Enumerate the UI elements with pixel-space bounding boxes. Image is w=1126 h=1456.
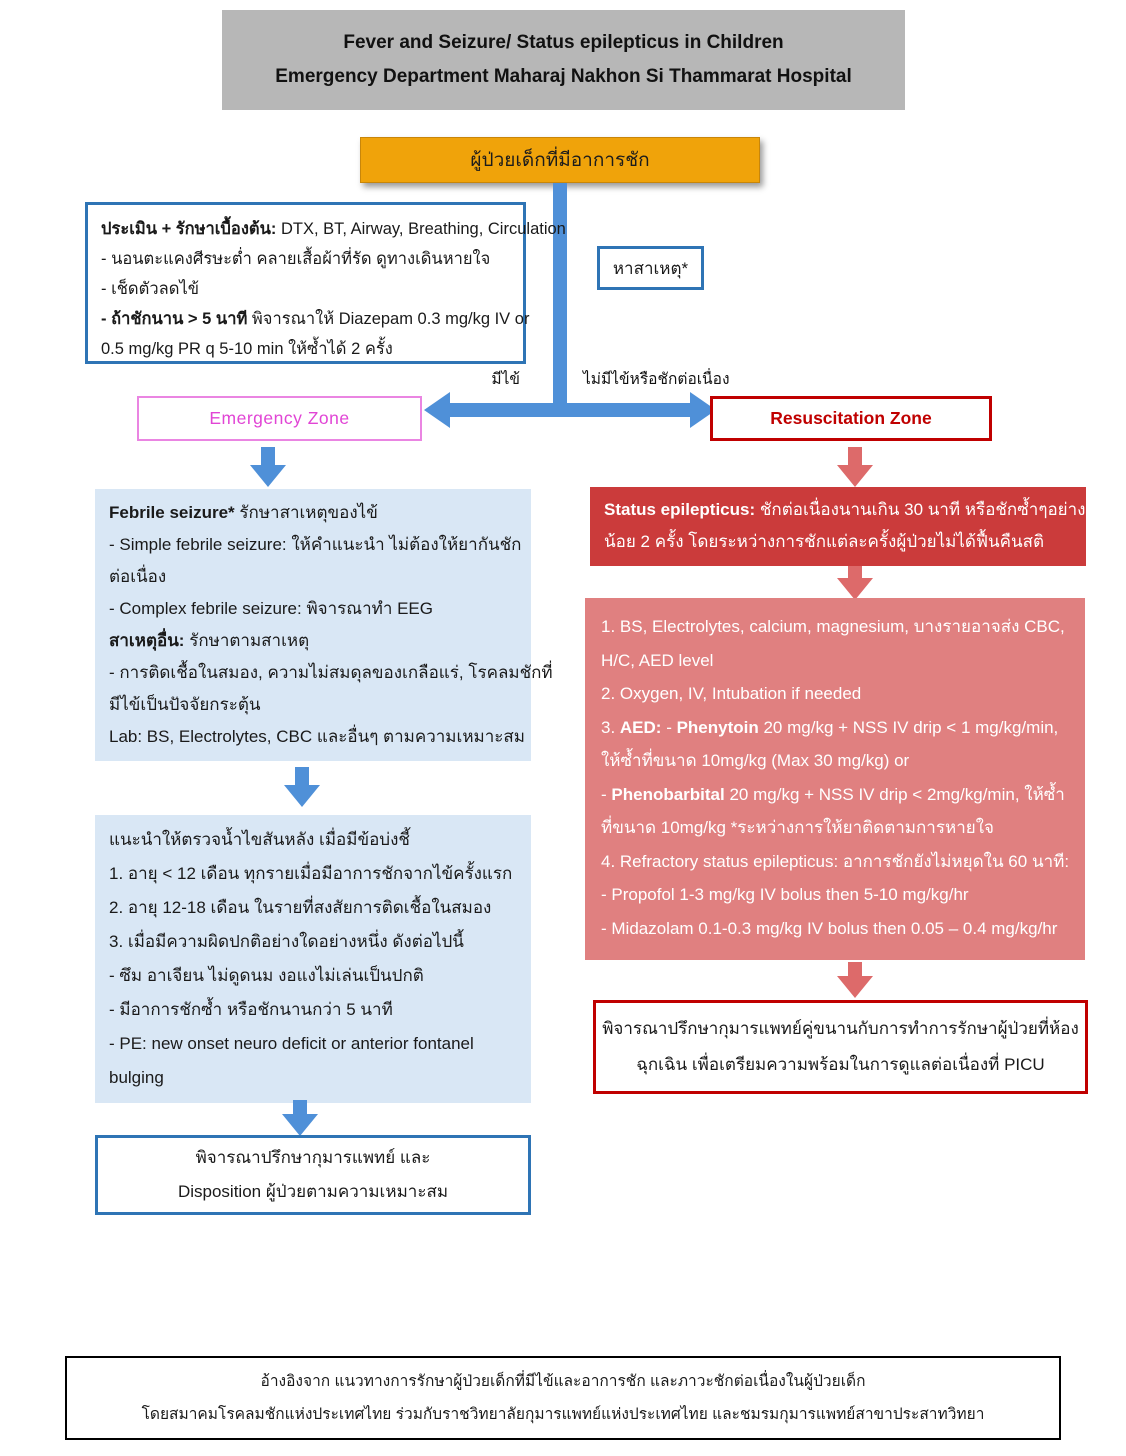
treatment-panel: 1. BS, Electrolytes, calcium, magnesium,… xyxy=(585,598,1085,960)
text-line: - Midazolam 0.1-0.3 mg/kg IV bolus then … xyxy=(601,918,1058,938)
text-line: ต่อเนื่อง xyxy=(109,567,167,586)
text-line: ที่ขนาด 10mg/kg *ระหว่างการให้ยาติดตามกา… xyxy=(601,818,994,837)
footer-reference: อ้างอิงจาก แนวทางการรักษาผู้ป่วยเด็กที่ม… xyxy=(65,1356,1061,1440)
arrow-down-icon xyxy=(837,578,873,600)
text-line: Febrile seizure* รักษาสาเหตุของไข้ xyxy=(109,503,378,522)
text-line: 2. Oxygen, IV, Intubation if needed xyxy=(601,684,862,703)
text-line: ให้ซ้ำที่ขนาด 10mg/kg (Max 30 mg/kg) or xyxy=(601,751,910,770)
febrile-seizure-panel: Febrile seizure* รักษาสาเหตุของไข้ - Simp… xyxy=(95,489,553,761)
text-line: 0.5 mg/kg PR q 5-10 min ให้ซ้ำได้ 2 ครั้… xyxy=(101,340,393,358)
arrow-febrile-shaft xyxy=(295,767,309,785)
footer-line-2: โดยสมาคมโรคลมชักแห่งประเทศไทย ร่วมกับราช… xyxy=(141,1406,985,1423)
text-line: - เช็ดตัวลดไข้ xyxy=(101,280,200,298)
main-stem-connector xyxy=(553,183,567,413)
footer-line-1: อ้างอิงจาก แนวทางการรักษาผู้ป่วยเด็กที่ม… xyxy=(260,1373,866,1390)
arrow-rz-shaft xyxy=(848,447,862,465)
title-banner: Fever and Seizure/ Status epilepticus in… xyxy=(222,10,905,110)
initial-care-box: ประเมิน + รักษาเบื้องต้น: DTX, BT, Airwa… xyxy=(85,202,566,364)
text-line: - Propofol 1-3 mg/kg IV bolus then 5-10 … xyxy=(601,885,969,904)
arrow-treatment-shaft xyxy=(848,962,862,976)
arrow-down-icon xyxy=(284,785,320,807)
arrow-status-shaft xyxy=(848,566,862,578)
resuscitation-zone-label: Resuscitation Zone xyxy=(770,408,932,428)
start-node-label: ผู้ป่วยเด็กที่มีอาการชัก xyxy=(470,150,650,171)
left-disposition-line-2: Disposition ผู้ป่วยตามความเหมาะสม xyxy=(177,1182,449,1201)
text-line: ประเมิน + รักษาเบื้องต้น: DTX, BT, Airwa… xyxy=(101,220,566,238)
text-line: 3. AED: - Phenytoin 20 mg/kg + NSS IV dr… xyxy=(601,717,1059,737)
title-line-1: Fever and Seizure/ Status epilepticus in… xyxy=(343,32,784,53)
arrow-ez-shaft xyxy=(261,447,275,465)
find-cause-label: หาสาเหตุ* xyxy=(612,258,689,278)
text-line: - มีอาการชักซ้ำ หรือชักนานกว่า 5 นาที xyxy=(109,1000,393,1019)
branch-label-fever: มีไข้ xyxy=(491,371,520,388)
resuscitation-zone-box: Resuscitation Zone xyxy=(710,396,992,441)
text-line: มีไข้เป็นปัจจัยกระตุ้น xyxy=(109,695,261,714)
text-line: - ซึม อาเจียน ไม่ดูดนม งอแงไม่เล่นเป็นปก… xyxy=(109,966,424,985)
title-line-2: Emergency Department Maharaj Nakhon Si T… xyxy=(275,66,852,87)
branch-label-no-fever: ไม่มีไข้หรือชักต่อเนื่อง xyxy=(583,371,730,388)
text-line: - การติดเชื้อในสมอง, ความไม่สมดุลของเกลื… xyxy=(109,663,553,682)
arrow-down-icon xyxy=(282,1114,318,1136)
status-epilepticus-panel: Status epilepticus: ชักต่อเนื่องนานเกิน … xyxy=(590,487,1086,566)
text-line: - PE: new onset neuro deficit or anterio… xyxy=(109,1034,474,1053)
right-disposition-line-2: ฉุกเฉิน เพื่อเตรียมความพร้อมในการดูแลต่อ… xyxy=(636,1055,1045,1074)
text-line: - Complex febrile seizure: พิจารณาทำ EEG xyxy=(109,599,433,618)
text-line: H/C, AED level xyxy=(601,650,714,670)
arrow-left-icon xyxy=(424,392,450,428)
text-line: 3. เมื่อมีความผิดปกติอย่างใดอย่างหนึ่ง ด… xyxy=(109,932,464,951)
text-line: Lab: BS, Electrolytes, CBC และอื่นๆ ตามค… xyxy=(109,727,525,746)
left-disposition-line-1: พิจารณาปรึกษากุมารแพทย์ และ xyxy=(195,1148,431,1167)
text-line: 1. อายุ < 12 เดือน ทุกรายเมื่อมีอาการชัก… xyxy=(109,864,513,883)
text-line: Status epilepticus: ชักต่อเนื่องนานเกิน … xyxy=(604,500,1086,519)
text-line: 1. BS, Electrolytes, calcium, magnesium,… xyxy=(601,617,1065,636)
start-node: ผู้ป่วยเด็กที่มีอาการชัก xyxy=(360,137,760,183)
arrow-down-icon xyxy=(837,976,873,998)
text-line: 2. อายุ 12-18 เดือน ในรายที่สงสัยการติดเ… xyxy=(109,898,492,917)
emergency-zone-box: Emergency Zone xyxy=(137,396,422,441)
text-line: น้อย 2 ครั้ง โดยระหว่างการชักแต่ละครั้งผ… xyxy=(604,532,1045,551)
arrow-down-icon xyxy=(837,465,873,487)
left-disposition-box: พิจารณาปรึกษากุมารแพทย์ และ Disposition … xyxy=(95,1135,531,1215)
text-line: - ถ้าชักนาน > 5 นาที พิจารณาให้ Diazepam… xyxy=(101,310,530,328)
text-line: 4. Refractory status epilepticus: อาการช… xyxy=(601,851,1070,871)
text-line: - Phenobarbital 20 mg/kg + NSS IV drip <… xyxy=(601,784,1065,804)
text-line: สาเหตุอื่น: รักษาตามสาเหตุ xyxy=(109,631,310,650)
lumbar-puncture-panel: แนะนำให้ตรวจน้ำไขสันหลัง เมื่อมีข้อบ่งชี… xyxy=(95,815,531,1103)
text-line: แนะนำให้ตรวจน้ำไขสันหลัง เมื่อมีข้อบ่งชี… xyxy=(109,830,410,849)
arrow-lp-shaft xyxy=(293,1100,307,1114)
arrow-down-icon xyxy=(250,465,286,487)
branch-connector-bar xyxy=(450,403,690,417)
emergency-zone-label: Emergency Zone xyxy=(209,408,350,428)
text-line: - นอนตะแคงศีรษะต่ำ คลายเสื้อผ้าที่รัด ดู… xyxy=(101,250,491,268)
right-disposition-line-1: พิจารณาปรึกษากุมารแพทย์คู่ขนานกับการทำกา… xyxy=(602,1019,1079,1038)
find-cause-box: หาสาเหตุ* xyxy=(597,246,704,290)
text-line: bulging xyxy=(109,1068,164,1087)
text-line: - Simple febrile seizure: ให้คำแนะนำ ไม่… xyxy=(109,535,522,554)
right-disposition-box: พิจารณาปรึกษากุมารแพทย์คู่ขนานกับการทำกา… xyxy=(593,1000,1088,1094)
